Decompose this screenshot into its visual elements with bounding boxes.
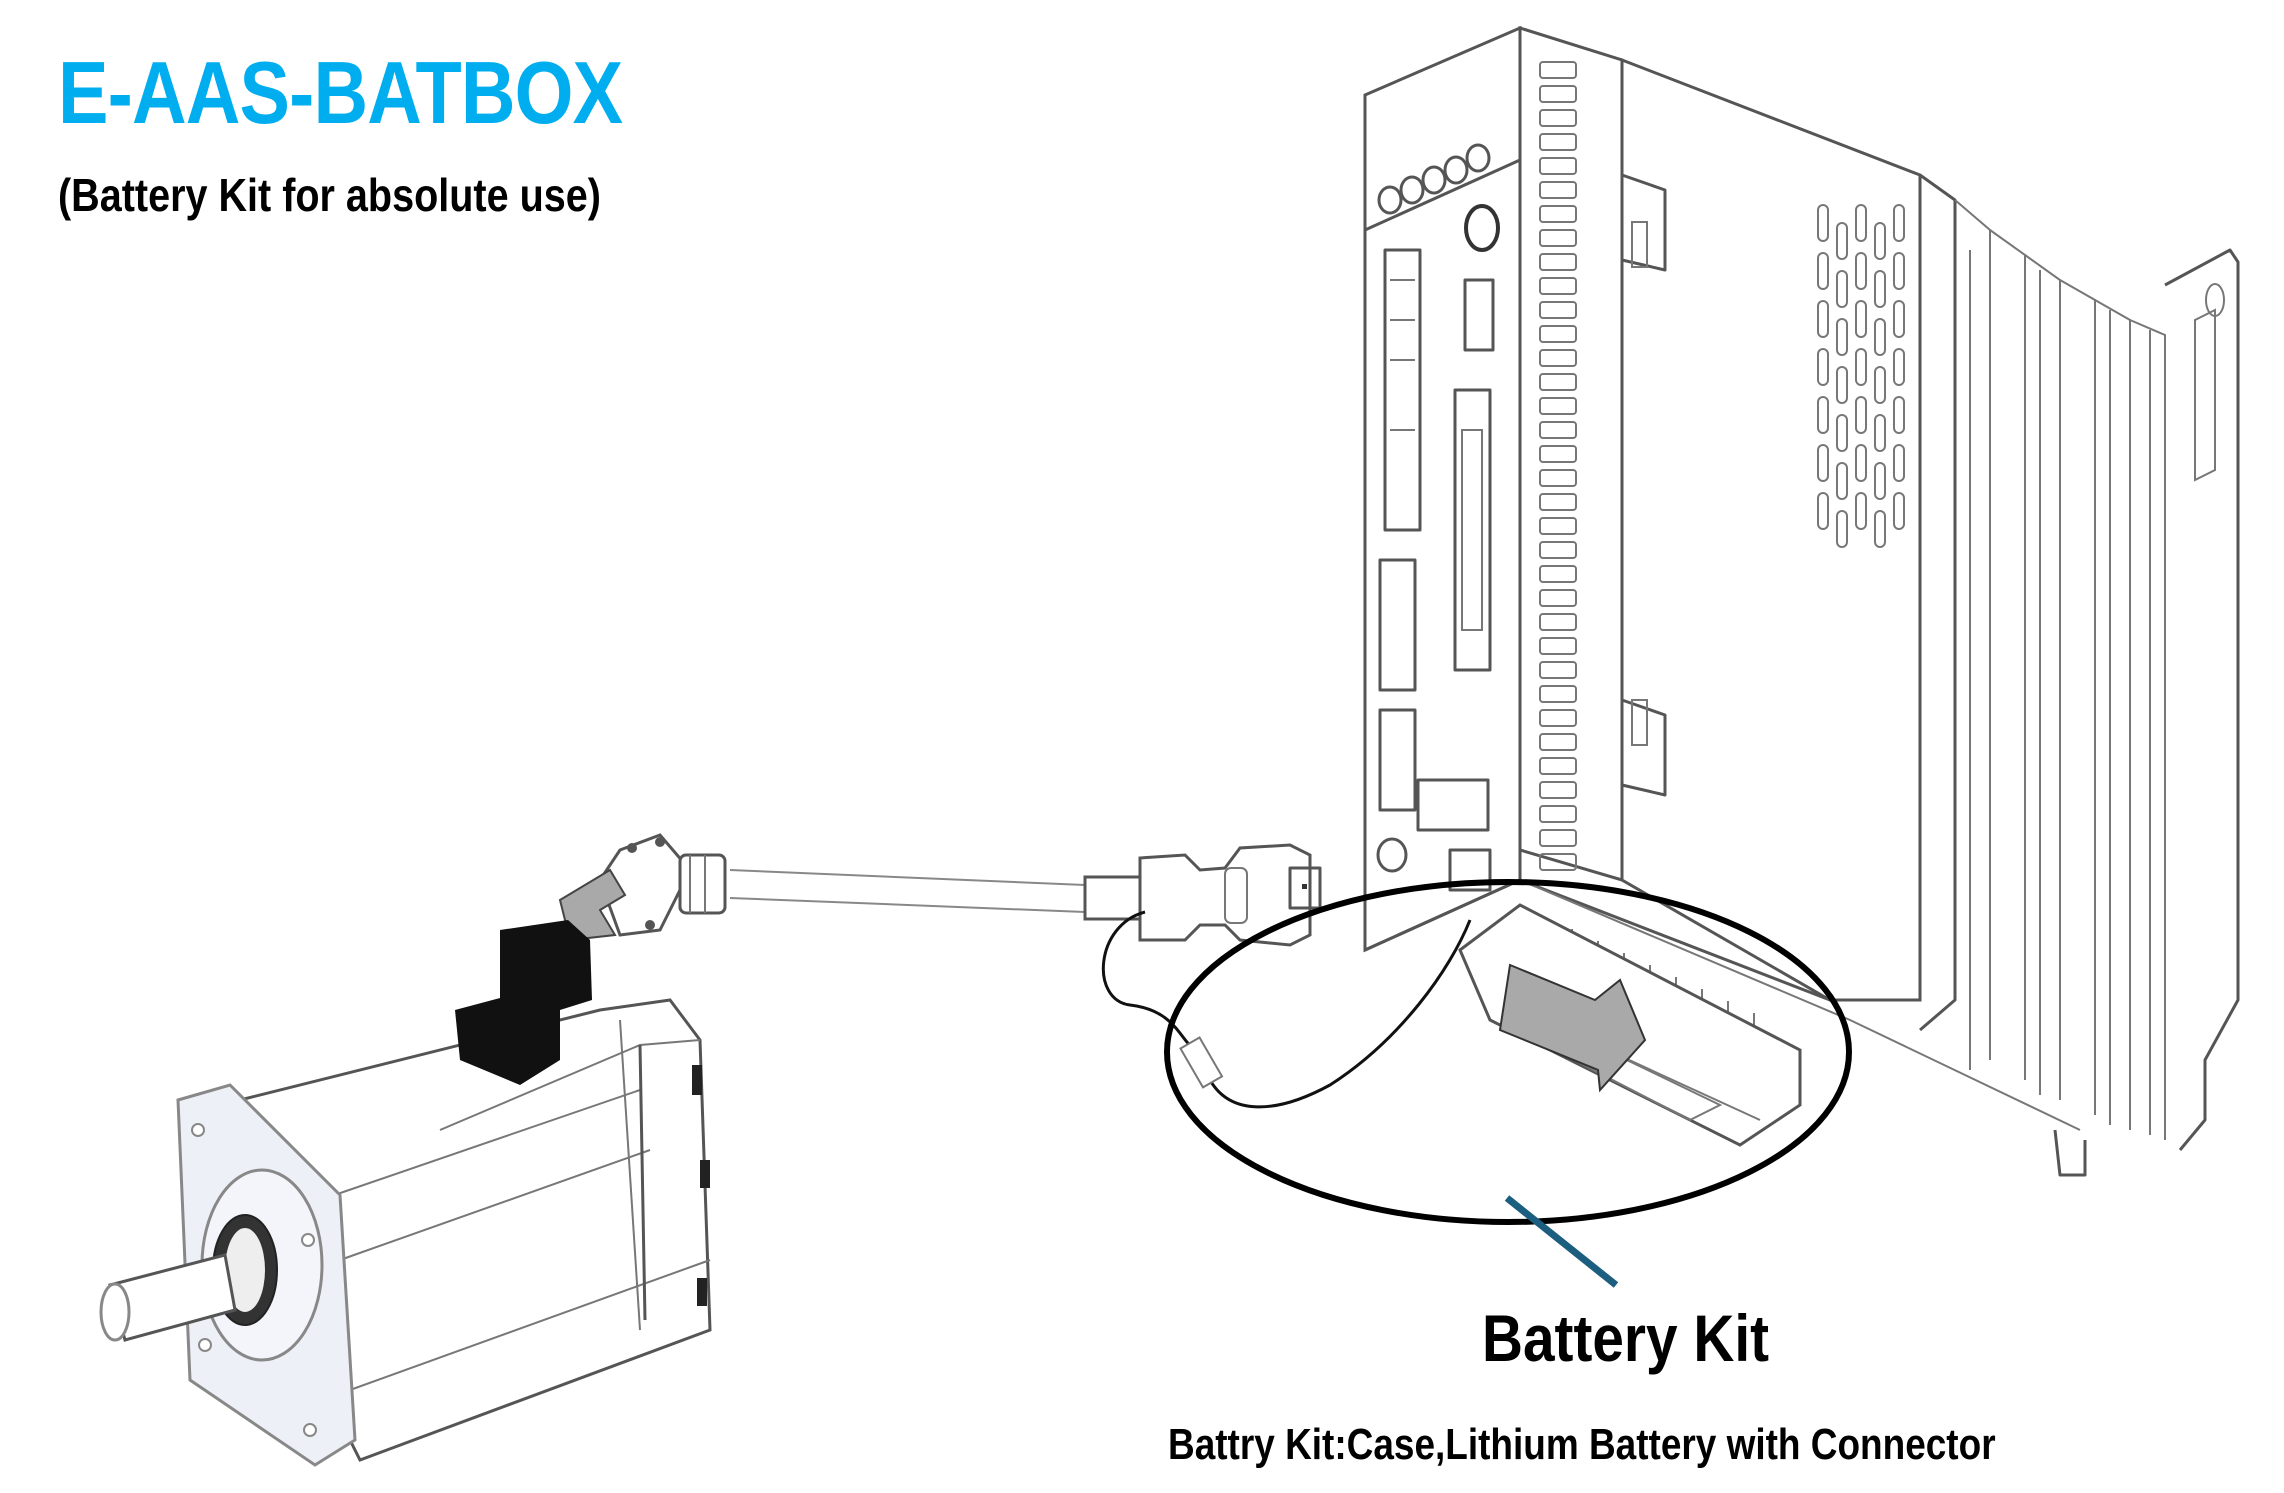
- servo-drive: [1363, 25, 2240, 1177]
- vent-slot: [1855, 396, 1867, 434]
- front-slot: [1539, 709, 1577, 727]
- product-title: E-AAS-BATBOX: [58, 43, 623, 142]
- front-slot: [1539, 733, 1577, 751]
- front-slot: [1539, 397, 1577, 415]
- front-slot: [1539, 637, 1577, 655]
- vent-slot: [1893, 252, 1905, 290]
- encoder-port: [1448, 848, 1492, 892]
- motor-side-plug: [598, 833, 727, 937]
- front-slot: [1539, 325, 1577, 343]
- cn6-connector: [1416, 778, 1490, 832]
- vent-slot: [1855, 252, 1867, 290]
- vent-slot: [1855, 204, 1867, 242]
- battery-kit-label: Battery Kit: [1482, 1301, 1770, 1375]
- vent-slot: [1855, 444, 1867, 482]
- vent-slot: [1893, 492, 1905, 530]
- cn2-connector: [1453, 388, 1492, 672]
- front-slot: [1539, 613, 1577, 631]
- cn1-connector: [1383, 248, 1422, 532]
- battery-wire-connector: [1179, 1036, 1224, 1089]
- vent-slot: [1817, 396, 1829, 434]
- rotary-switches: [1377, 143, 1491, 215]
- vent-slot: [1893, 204, 1905, 242]
- vent-slot: [1874, 414, 1886, 452]
- battery-kit-description: Battry Kit:Case,Lithium Battery with Con…: [1168, 1420, 1996, 1469]
- front-slot: [1539, 373, 1577, 391]
- vent-slot: [1893, 348, 1905, 386]
- front-slot: [1539, 565, 1577, 583]
- vent-slot: [1817, 492, 1829, 530]
- encoder-cable: [558, 833, 1472, 1109]
- front-slot: [1539, 181, 1577, 199]
- front-slot: [1539, 349, 1577, 367]
- vent-slot: [1817, 444, 1829, 482]
- vent-slot: [1836, 222, 1848, 260]
- front-slot: [1539, 301, 1577, 319]
- cn4-connector: [1378, 558, 1417, 692]
- front-slot: [1539, 109, 1577, 127]
- front-slot: [1539, 853, 1577, 871]
- vent-slot: [1855, 492, 1867, 530]
- heatsink-fins: [1919, 173, 2240, 1177]
- front-slot: [1539, 205, 1577, 223]
- usb-port: [1464, 204, 1500, 252]
- vent-slot: [1874, 270, 1886, 308]
- front-slot: [1539, 253, 1577, 271]
- vent-slot: [1893, 444, 1905, 482]
- front-slot: [1539, 589, 1577, 607]
- vent-slot: [1836, 270, 1848, 308]
- front-slot: [1539, 781, 1577, 799]
- vent-slot: [1893, 300, 1905, 338]
- battery-kit-highlight-ellipse: [1164, 879, 1852, 1225]
- vent-slot: [1836, 462, 1848, 500]
- front-slot: [1539, 157, 1577, 175]
- vent-slot: [1817, 300, 1829, 338]
- front-slot: [1539, 61, 1577, 79]
- vent-slot: [1874, 462, 1886, 500]
- front-slot: [1539, 685, 1577, 703]
- front-slot: [1539, 541, 1577, 559]
- front-slot: [1539, 85, 1577, 103]
- front-slot: [1539, 229, 1577, 247]
- vent-slot: [1855, 348, 1867, 386]
- vent-slot: [1817, 348, 1829, 386]
- servo-motor: [99, 920, 712, 1467]
- product-subtitle: (Battery Kit for absolute use): [58, 169, 601, 221]
- insert-arrow-icon: [1498, 963, 1647, 1093]
- motor-connector-block: [455, 920, 592, 1085]
- front-slot: [1539, 757, 1577, 775]
- front-slot: [1539, 517, 1577, 535]
- front-slot: [1539, 829, 1577, 847]
- front-slot: [1539, 277, 1577, 295]
- front-slot: [1539, 133, 1577, 151]
- vent-slot: [1817, 204, 1829, 242]
- vent-slot: [1836, 510, 1848, 548]
- front-slot: [1539, 493, 1577, 511]
- drive-connector-panel: [1363, 25, 1522, 953]
- front-vent-slots: [1539, 61, 1577, 871]
- vent-slot: [1874, 366, 1886, 404]
- drive-front-edge: [1518, 25, 1624, 883]
- vent-slot: [1874, 318, 1886, 356]
- battery-box: [1458, 903, 1802, 1147]
- front-slot: [1539, 445, 1577, 463]
- vent-slot: [1836, 414, 1848, 452]
- vent-slot: [1855, 300, 1867, 338]
- vent-slot: [1874, 510, 1886, 548]
- cn5-connector: [1378, 708, 1417, 812]
- front-slot: [1539, 805, 1577, 823]
- vent-slots: [1817, 204, 1905, 548]
- front-slot: [1539, 421, 1577, 439]
- vent-slot: [1874, 222, 1886, 260]
- vent-slot: [1893, 396, 1905, 434]
- vent-slot: [1836, 366, 1848, 404]
- front-slot: [1539, 661, 1577, 679]
- vent-slot: [1836, 318, 1848, 356]
- front-slot: [1539, 469, 1577, 487]
- cn3-connector: [1463, 278, 1495, 352]
- callout-leader-line: [1504, 1195, 1619, 1288]
- vent-slot: [1817, 252, 1829, 290]
